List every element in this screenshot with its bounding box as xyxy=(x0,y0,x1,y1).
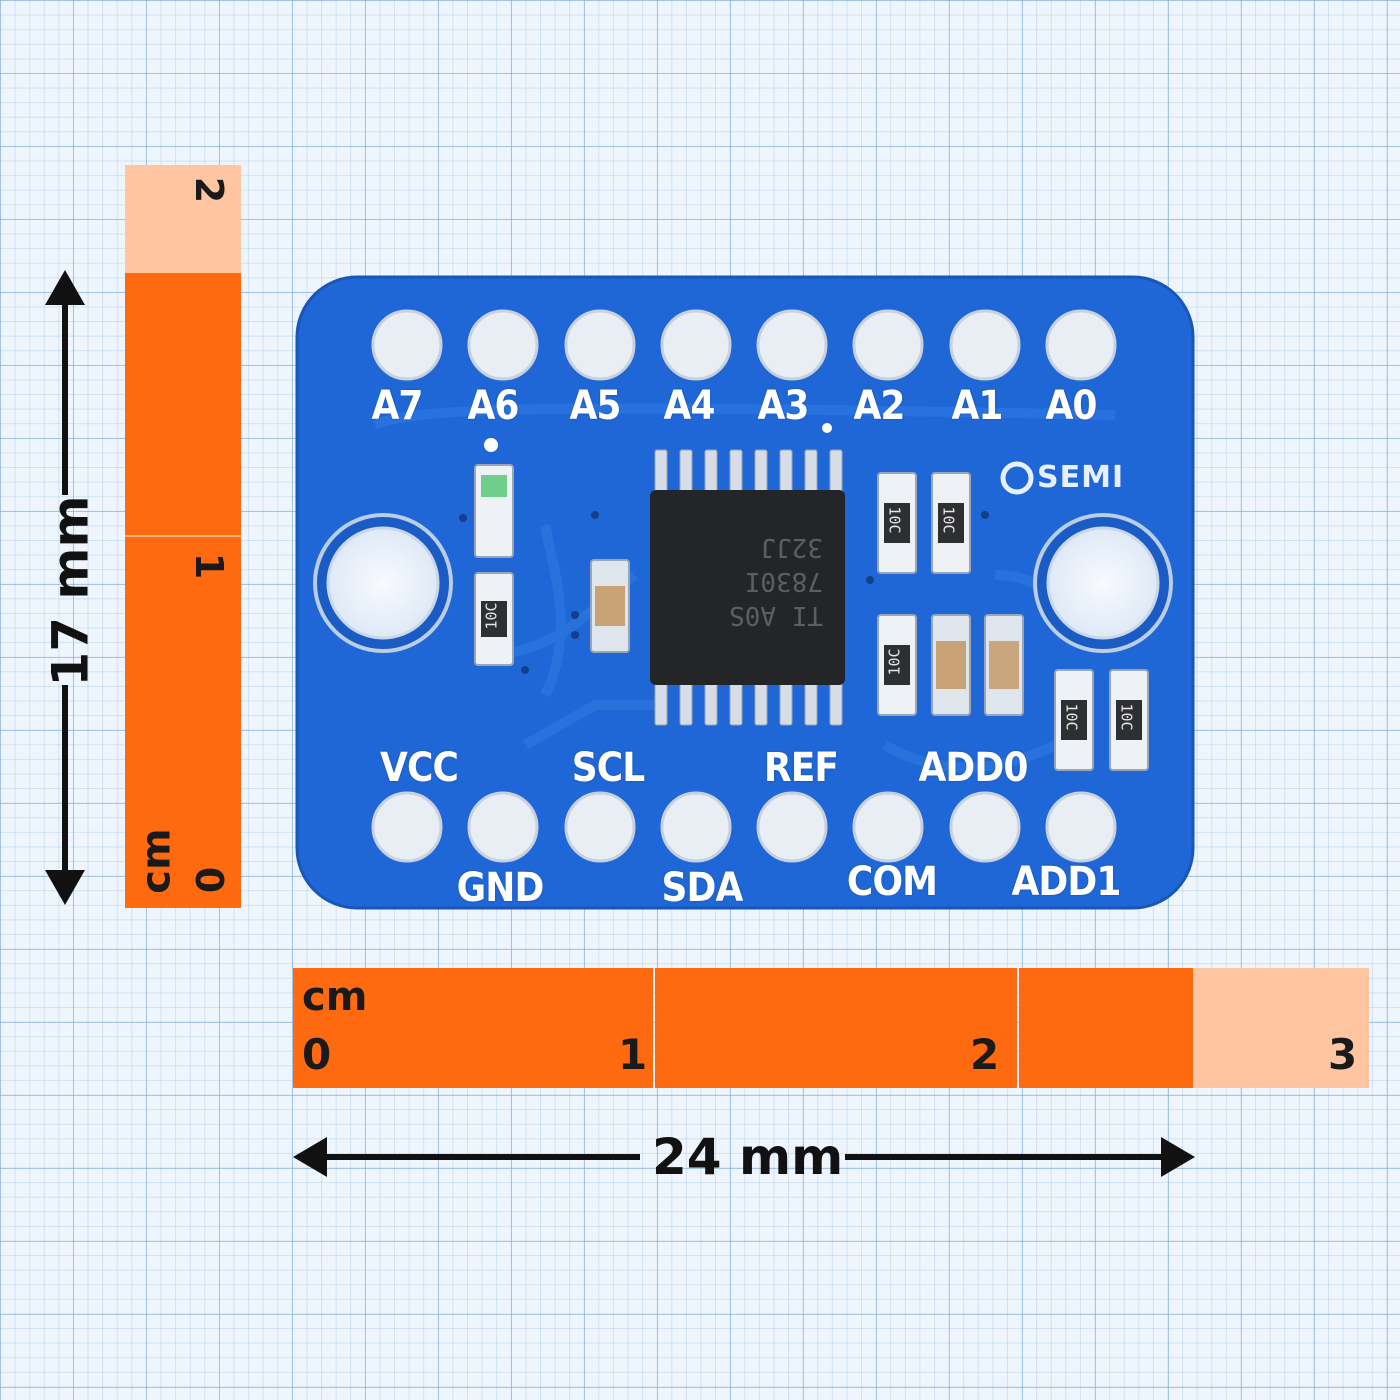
pin-label-a7: A7 xyxy=(371,383,423,429)
vertical-ruler-tick-1: 1 xyxy=(187,552,232,580)
pin-label-a6: A6 xyxy=(467,383,519,429)
horizontal-ruler-tick-1: 1 xyxy=(618,1030,648,1079)
resistor-marking-3: 10C xyxy=(939,506,958,534)
vertical-ruler-unit: cm xyxy=(133,828,180,894)
pin-label-gnd: GND xyxy=(456,865,545,911)
resistor-marking-5: 10C xyxy=(1062,703,1081,731)
pin-label-a1: A1 xyxy=(951,383,1003,429)
vertical-ruler-segment-lower xyxy=(125,536,241,908)
horizontal-ruler-segment-1 xyxy=(293,968,653,1088)
pin-label-add0: ADD0 xyxy=(918,745,1028,791)
pcb-graphic xyxy=(295,275,1195,910)
resistor-marking-1: 10C xyxy=(482,602,501,630)
horizontal-ruler-segment-2 xyxy=(655,968,1017,1088)
vertical-ruler-light-segment xyxy=(125,165,241,273)
vertical-ruler-tick-2: 2 xyxy=(187,176,232,204)
resistor-marking-6: 10C xyxy=(1117,703,1136,731)
height-dimension-arrow xyxy=(45,270,85,905)
horizontal-ruler-segment-3 xyxy=(1019,968,1193,1088)
chip-marking: TI A0S 7830I 32JJ xyxy=(673,530,823,632)
resistor-marking-4: 10C xyxy=(885,648,904,676)
pin-label-ref: REF xyxy=(763,745,839,791)
vertical-ruler-divider xyxy=(125,535,241,537)
vertical-ruler-tick-0: 0 xyxy=(187,866,232,894)
brand-logo: SEMI xyxy=(1037,460,1125,495)
pin-label-a4: A4 xyxy=(663,383,715,429)
pin-label-a2: A2 xyxy=(853,383,905,429)
chip-marking-line-3: 32JJ xyxy=(760,532,823,562)
horizontal-ruler-tick-3: 3 xyxy=(1328,1030,1358,1079)
horizontal-ruler-unit: cm xyxy=(302,974,368,1020)
height-dimension-label: 17 mm xyxy=(41,495,100,687)
pin-label-vcc: VCC xyxy=(379,745,459,791)
width-dimension-label: 24 mm xyxy=(652,1128,844,1186)
pin-label-com: COM xyxy=(846,859,938,905)
pin-label-sda: SDA xyxy=(661,865,744,911)
chip-marking-line-1: TI A0S xyxy=(729,600,823,630)
width-dimension-arrow xyxy=(293,1137,1195,1177)
pin-label-a5: A5 xyxy=(569,383,621,429)
horizontal-ruler-tick-2: 2 xyxy=(970,1030,1000,1079)
pin-label-add1: ADD1 xyxy=(1011,859,1121,905)
pin-label-scl: SCL xyxy=(571,745,645,791)
chip-marking-line-2: 7830I xyxy=(744,566,823,596)
pin-label-a0: A0 xyxy=(1045,383,1097,429)
pin-label-a3: A3 xyxy=(757,383,809,429)
resistor-marking-2: 10C xyxy=(885,506,904,534)
vertical-ruler-segment-upper xyxy=(125,273,241,535)
horizontal-ruler-tick-0: 0 xyxy=(302,1030,332,1079)
pcb-board: TI A0S 7830I 32JJ 10C 10C 10C 10C 10C 10… xyxy=(295,275,1195,911)
horizontal-ruler-light-segment xyxy=(1193,968,1369,1088)
